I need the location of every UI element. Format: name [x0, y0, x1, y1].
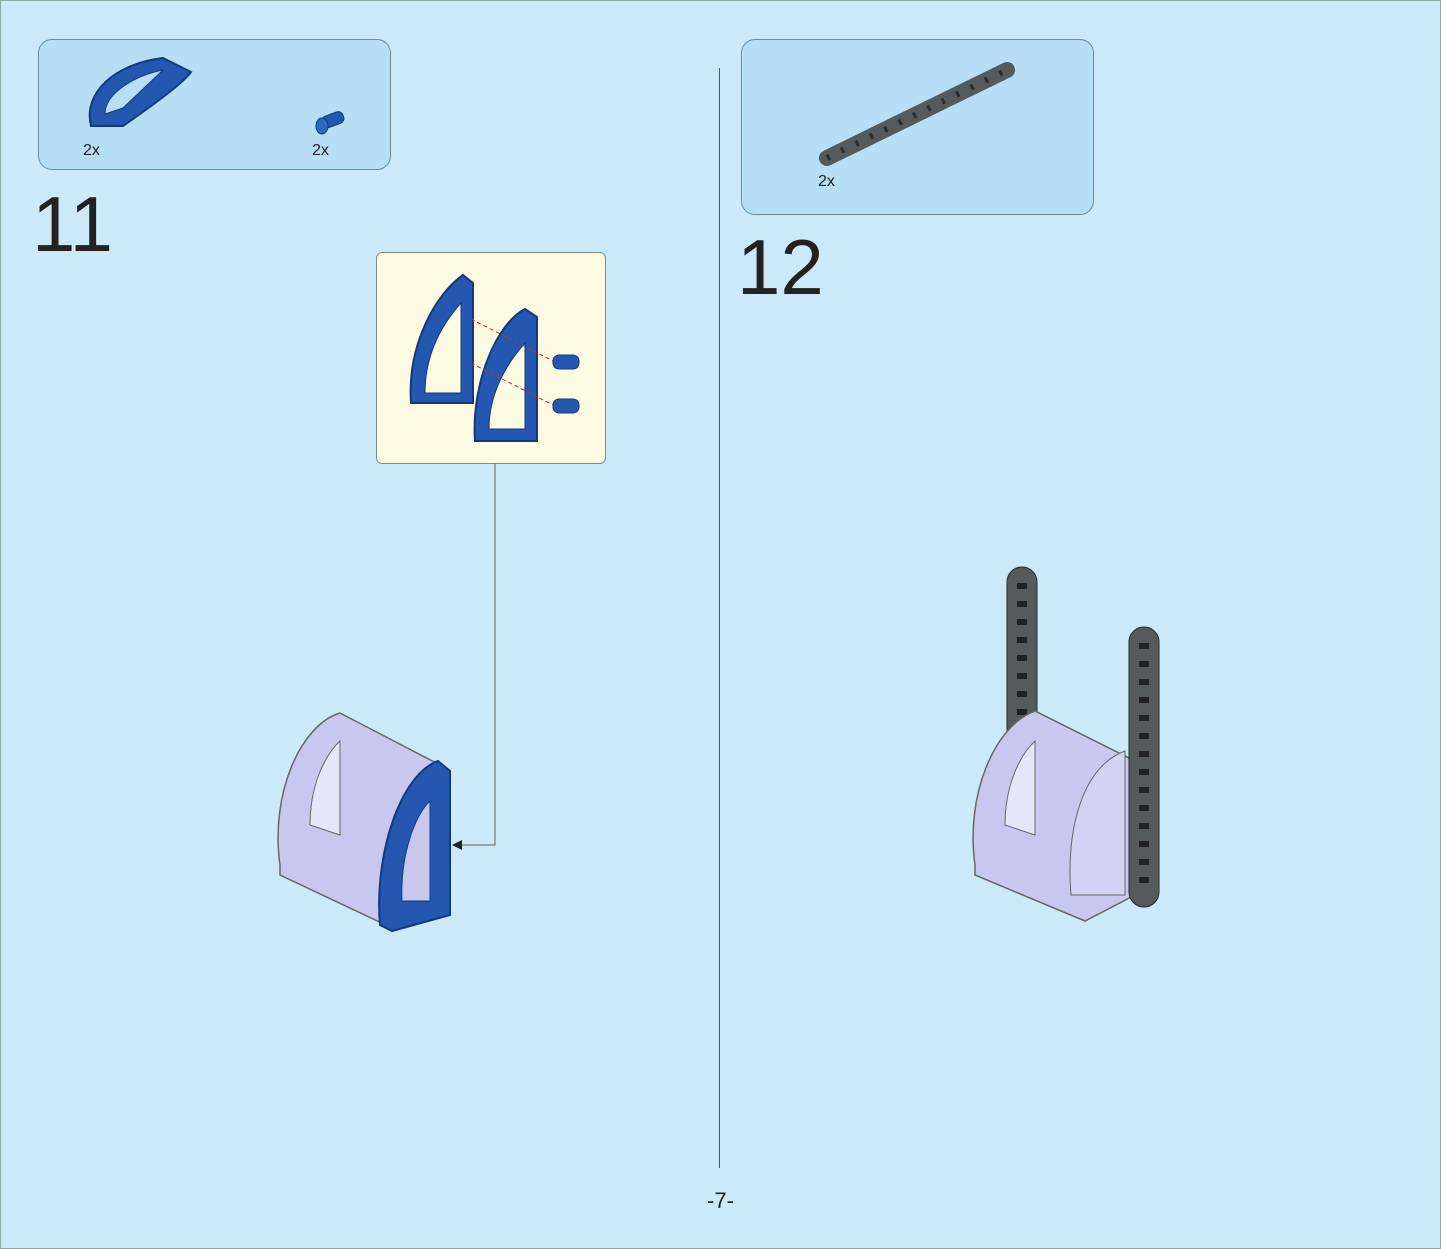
part-qty: 2x	[818, 173, 835, 190]
page-number: -7-	[707, 1188, 734, 1213]
part-qty: 2x	[312, 142, 329, 159]
step-11-model-illustration	[277, 712, 451, 933]
step-number: 12	[737, 223, 824, 311]
grey-beam-icon	[819, 62, 1015, 166]
blue-pin-icon	[315, 111, 345, 135]
parts-list-step-12: 2x	[741, 39, 1094, 215]
sub-assembly-callout	[376, 252, 606, 464]
part-qty: 2x	[83, 142, 100, 159]
step-divider	[719, 68, 720, 1168]
sub-assembly-illustration	[409, 273, 580, 442]
step-12-model-illustration	[972, 566, 1160, 922]
parts-list-step-11: 2x 2x	[38, 39, 391, 170]
step-number: 11	[32, 180, 113, 268]
blue-curved-liftarm-icon	[88, 56, 193, 127]
